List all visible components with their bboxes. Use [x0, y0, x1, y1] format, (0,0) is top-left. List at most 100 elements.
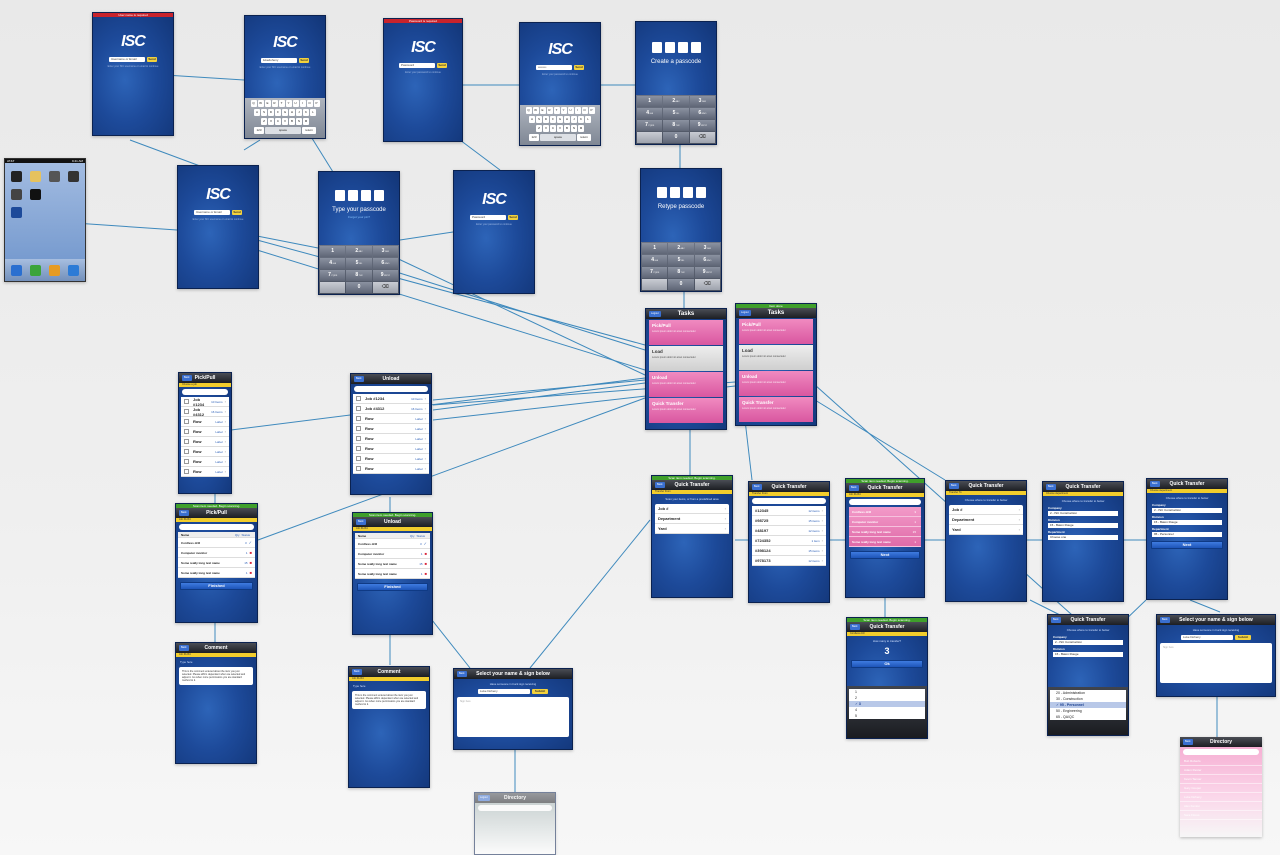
key-i[interactable]: I: [574, 107, 581, 114]
logout-button[interactable]: Logout: [739, 310, 751, 316]
checkbox[interactable]: [184, 449, 189, 454]
keypad-key-⌫[interactable]: ⌫: [689, 132, 715, 143]
key-g[interactable]: G: [282, 109, 288, 116]
logout-button[interactable]: Logout: [649, 311, 661, 317]
back-button[interactable]: Back: [1046, 484, 1056, 490]
send-button[interactable]: Send: [299, 58, 309, 63]
send-button[interactable]: Send: [574, 65, 584, 70]
keypad-key-0[interactable]: 0: [668, 279, 694, 290]
keypad-key-3[interactable]: 3 DEF: [689, 96, 715, 107]
key-z[interactable]: Z: [536, 125, 542, 132]
directory-row[interactable]: Sara Flores: [1180, 811, 1262, 820]
key-i[interactable]: I: [299, 100, 306, 107]
search-input[interactable]: [354, 386, 428, 392]
keypad-key-9[interactable]: 9 WXYZ: [372, 270, 398, 281]
directory-row[interactable]: Kevin Tanner: [1180, 775, 1262, 784]
contacts-icon[interactable]: [49, 265, 60, 276]
company-select[interactable]: 2 - ISC Construction: [1152, 508, 1222, 513]
picker-option[interactable]: 65 - QA/QC: [1050, 714, 1126, 720]
keypad-key-3[interactable]: 3 DEF: [372, 246, 398, 257]
key-s[interactable]: S: [261, 109, 267, 116]
key-y[interactable]: Y: [560, 107, 567, 114]
back-button[interactable]: Back: [849, 485, 859, 491]
video-app-icon[interactable]: [68, 171, 79, 182]
division-select[interactable]: 15 - Baton Rouge: [1053, 652, 1123, 657]
key-b[interactable]: B: [289, 118, 295, 125]
keypad-key-8[interactable]: 8 TUV: [346, 270, 372, 281]
company-select[interactable]: 2 - ISC Construction: [1048, 511, 1118, 516]
key-123[interactable]: 123: [529, 134, 539, 141]
keypad-key-⌫[interactable]: ⌫: [372, 282, 398, 293]
keypad-key-5[interactable]: 5 JKL: [663, 108, 689, 119]
picker-option[interactable]: 20 - Administration: [1050, 690, 1126, 696]
key-b[interactable]: B: [564, 125, 570, 132]
transfer-option[interactable]: Department›: [655, 514, 729, 524]
checkbox[interactable]: [356, 396, 361, 401]
keypad-key-6[interactable]: 6 MNO: [372, 258, 398, 269]
comment-textarea[interactable]: This is the comment entered about the it…: [179, 667, 253, 685]
send-button[interactable]: Send: [437, 63, 447, 68]
password-input[interactable]: Password: [399, 63, 435, 68]
search-input[interactable]: [752, 498, 826, 504]
checkbox[interactable]: [356, 456, 361, 461]
keypad-key-4[interactable]: 4 GHI: [642, 255, 668, 266]
notes-app-icon[interactable]: [30, 171, 41, 182]
key-j[interactable]: J: [296, 109, 302, 116]
key-f[interactable]: F: [275, 109, 281, 116]
key-u[interactable]: U: [567, 107, 574, 114]
key-d[interactable]: D: [543, 116, 549, 123]
key-w[interactable]: W: [257, 100, 264, 107]
key-f[interactable]: F: [550, 116, 556, 123]
key-l[interactable]: L: [585, 116, 591, 123]
finished-button[interactable]: Finished: [180, 582, 253, 590]
next-button[interactable]: Next: [1151, 541, 1223, 549]
key-t[interactable]: T: [553, 107, 560, 114]
picker-option[interactable]: 30 - Construction: [1050, 696, 1126, 702]
key-z[interactable]: Z: [261, 118, 267, 125]
checkbox[interactable]: [356, 466, 361, 471]
keypad-key-3[interactable]: 3 DEF: [694, 243, 720, 254]
back-button[interactable]: Back: [850, 624, 860, 630]
picker-option[interactable]: 50 - Engineering: [1050, 708, 1126, 714]
forgot-pin-link[interactable]: Forgot your pin?: [348, 215, 370, 219]
key-123[interactable]: 123: [254, 127, 264, 134]
search-input[interactable]: [182, 389, 228, 395]
directory-row[interactable]: Bob Roberts: [1180, 757, 1262, 766]
department-select[interactable]: Choose one: [1048, 535, 1118, 540]
directory-row[interactable]: Adam Rexter: [1180, 766, 1262, 775]
key-space[interactable]: space: [540, 134, 576, 141]
picker-option[interactable]: ✓ 95 - Personnel: [1050, 702, 1126, 708]
name-select[interactable]: Luke Doheny: [478, 689, 530, 694]
back-button[interactable]: Back: [752, 484, 762, 490]
transfer-option[interactable]: Job #›: [655, 504, 729, 514]
checkbox[interactable]: [356, 436, 361, 441]
key-s[interactable]: S: [536, 116, 542, 123]
picker-option[interactable]: 5: [849, 713, 925, 719]
back-button[interactable]: Back: [655, 482, 665, 488]
back-button[interactable]: Back: [356, 519, 366, 525]
checkbox[interactable]: [184, 429, 189, 434]
keypad-key-8[interactable]: 8 TUV: [668, 267, 694, 278]
keypad-key-9[interactable]: 9 WXYZ: [694, 267, 720, 278]
key-o[interactable]: O: [581, 107, 588, 114]
keypad-key-⌫[interactable]: ⌫: [694, 279, 720, 290]
division-select[interactable]: 15 - Baton Rouge: [1048, 523, 1118, 528]
transfer-option[interactable]: Job #›: [949, 505, 1023, 515]
key-o[interactable]: O: [306, 100, 313, 107]
password-input[interactable]: ••••••••: [536, 65, 572, 70]
phone-icon[interactable]: [30, 265, 41, 276]
